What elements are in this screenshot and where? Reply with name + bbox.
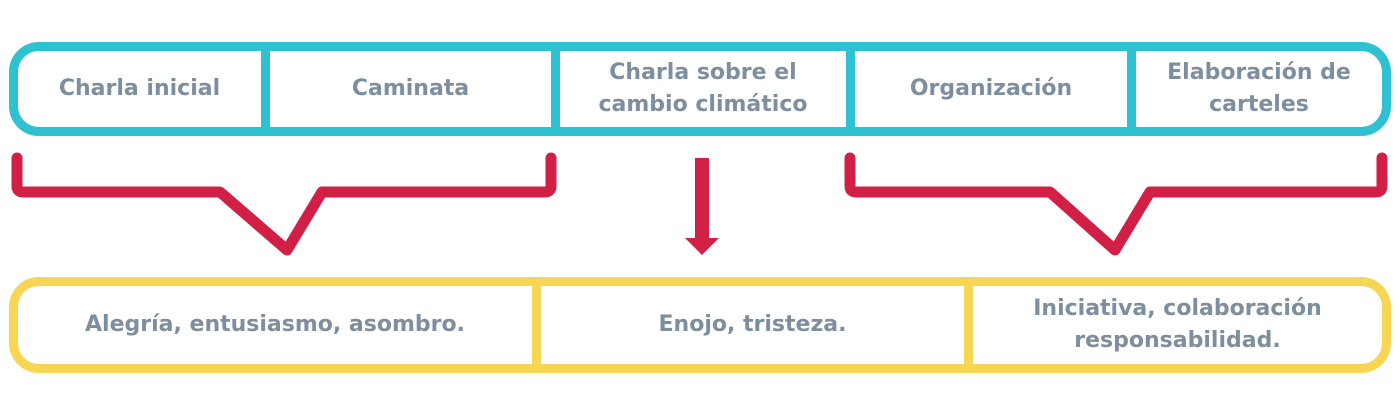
activities-row: Charla inicial Caminata Charla sobre el … [9, 42, 1391, 136]
emotions-row: Alegría, entusiasmo, asombro. Enojo, tri… [9, 277, 1391, 373]
center-arrow-shaft [695, 158, 709, 240]
activity-caminata: Caminata [261, 51, 551, 127]
activity-charla-cambio-climatico: Charla sobre el cambio climático [551, 51, 846, 127]
activity-organizacion: Organización [846, 51, 1127, 127]
center-arrow-head [685, 238, 719, 255]
emotion-alegria: Alegría, entusiasmo, asombro. [85, 312, 465, 338]
center-arrow-connector [685, 158, 719, 255]
activity-charla-inicial: Charla inicial [58, 76, 221, 102]
activity-elaboracion-carteles: Elaboración de carteles [1127, 51, 1382, 127]
emotion-enojo: Enojo, tristeza. [532, 286, 964, 364]
emotion-iniciativa: Iniciativa, colaboración responsabilidad… [964, 286, 1382, 364]
right-brace-connector [844, 152, 1388, 256]
left-brace-connector [11, 152, 557, 256]
